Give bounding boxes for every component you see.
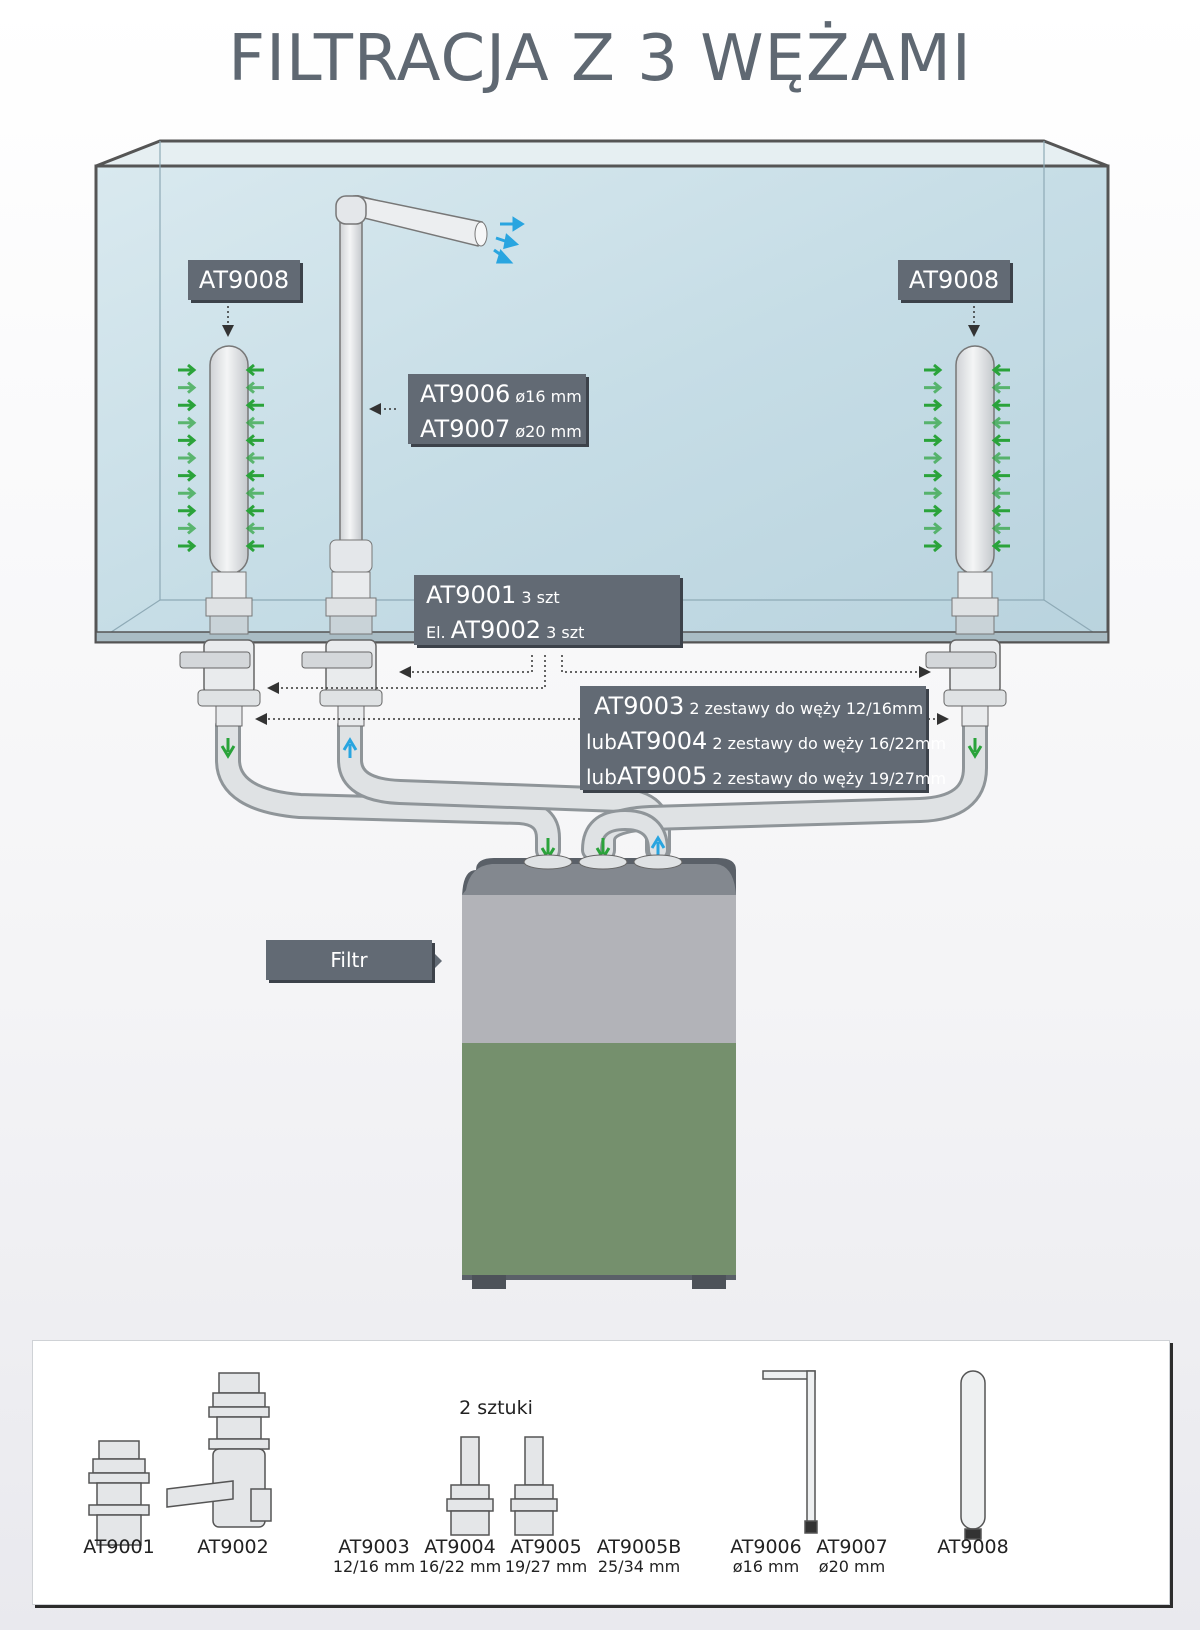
valve-right <box>925 639 1007 727</box>
hose-tail-part-icons <box>446 1436 558 1536</box>
canister-filter <box>432 854 736 1289</box>
intake-arrow <box>991 539 1010 553</box>
intake-arrow <box>245 469 264 482</box>
valve-left <box>179 639 261 727</box>
intake-arrow <box>991 363 1010 377</box>
intake-arrow <box>991 522 1010 535</box>
intake-arrow <box>245 504 264 517</box>
intake-arrow <box>178 487 197 500</box>
at9002-part-icon <box>166 1372 272 1528</box>
intake-arrow <box>924 434 943 447</box>
strainer-part-icon <box>960 1370 986 1540</box>
legend-item-size: 16/22 mm <box>418 1557 502 1576</box>
intake-arrow <box>924 451 943 465</box>
intake-arrow <box>178 469 197 482</box>
legend-item-code: AT9005B <box>596 1536 682 1558</box>
intake-arrow <box>245 363 264 377</box>
intake-arrow <box>245 539 264 553</box>
output-flow-arrows <box>493 216 525 264</box>
legend-item-size: 19/27 mm <box>504 1557 588 1576</box>
legend-item-code: AT9002 <box>197 1536 269 1558</box>
intake-arrow <box>178 539 197 553</box>
leader-lines <box>222 306 980 725</box>
legend-item-size: ø20 mm <box>818 1557 886 1576</box>
legend-item-code: AT9007 <box>816 1536 888 1558</box>
intake-arrow <box>991 504 1010 517</box>
intake-arrow <box>178 399 197 412</box>
intake-arrow <box>924 539 943 553</box>
intake-arrow <box>245 381 264 394</box>
intake-arrow <box>178 451 197 465</box>
intake-arrow <box>245 451 264 465</box>
label-at9008-left: AT9008 <box>188 260 300 300</box>
legend-item-size: 12/16 mm <box>332 1557 416 1576</box>
aquarium-diagram <box>94 139 1110 1289</box>
legend-item-size: ø16 mm <box>732 1557 800 1576</box>
intake-arrow <box>991 381 1010 394</box>
intake-arrow <box>178 434 197 447</box>
intake-arrow <box>924 363 943 377</box>
legend-item-size: 25/34 mm <box>597 1557 681 1576</box>
legend-item-code: AT9006 <box>730 1536 802 1558</box>
label-at9008-right: AT9008 <box>898 260 1010 300</box>
label-hose-fittings: AT9003 2 zestawy do węży 12/16mm lubAT90… <box>580 686 946 790</box>
label-return-pipe: AT9006 ø16 mm AT9007 ø20 mm <box>408 374 586 444</box>
legend-item-code: AT9001 <box>83 1536 155 1558</box>
hoses <box>215 713 988 863</box>
legend-pairs-note: 2 sztuki <box>459 1397 533 1419</box>
parts-legend: 2 sztuki AT9001 AT9002 AT9003 12/16 mm A… <box>32 1340 1170 1605</box>
return-pipe <box>325 194 488 635</box>
intake-arrow <box>245 416 264 429</box>
intake-arrow <box>178 522 197 535</box>
return-pipe-part-icon <box>762 1370 818 1534</box>
legend-item-code: AT9008 <box>937 1536 1009 1558</box>
intake-arrow <box>924 504 943 517</box>
label-filter: Filtr <box>266 940 432 980</box>
legend-parts-illustrations <box>88 1370 986 1546</box>
intake-arrow <box>924 416 943 429</box>
intake-flow-arrows <box>178 363 1010 553</box>
intake-arrow <box>991 399 1010 412</box>
intake-arrow <box>245 522 264 535</box>
intake-arrow <box>991 434 1010 447</box>
left-intake-strainer <box>205 345 253 635</box>
intake-arrow <box>178 381 197 394</box>
legend-item-code: AT9004 <box>424 1536 496 1558</box>
intake-arrow <box>178 363 197 377</box>
valve-center <box>301 639 383 727</box>
intake-arrow <box>991 451 1010 465</box>
intake-arrow <box>924 399 943 412</box>
right-intake-strainer <box>951 345 999 635</box>
intake-arrow <box>245 487 264 500</box>
at9001-part-icon <box>88 1440 150 1546</box>
intake-arrow <box>924 381 943 394</box>
intake-arrow <box>924 469 943 482</box>
intake-arrow <box>924 487 943 500</box>
legend-item-code: AT9005 <box>510 1536 582 1558</box>
intake-arrow <box>924 522 943 535</box>
intake-arrow <box>245 399 264 412</box>
intake-arrow <box>178 416 197 429</box>
intake-arrow <box>991 487 1010 500</box>
intake-arrow <box>991 416 1010 429</box>
legend-item-code: AT9003 <box>338 1536 410 1558</box>
intake-arrow <box>991 469 1010 482</box>
intake-arrow <box>178 504 197 517</box>
intake-arrow <box>245 434 264 447</box>
page-title: FILTRACJA Z 3 WĘŻAMI <box>228 22 972 96</box>
label-bulkhead: AT9001 3 szt El. AT9002 3 szt <box>414 575 680 645</box>
